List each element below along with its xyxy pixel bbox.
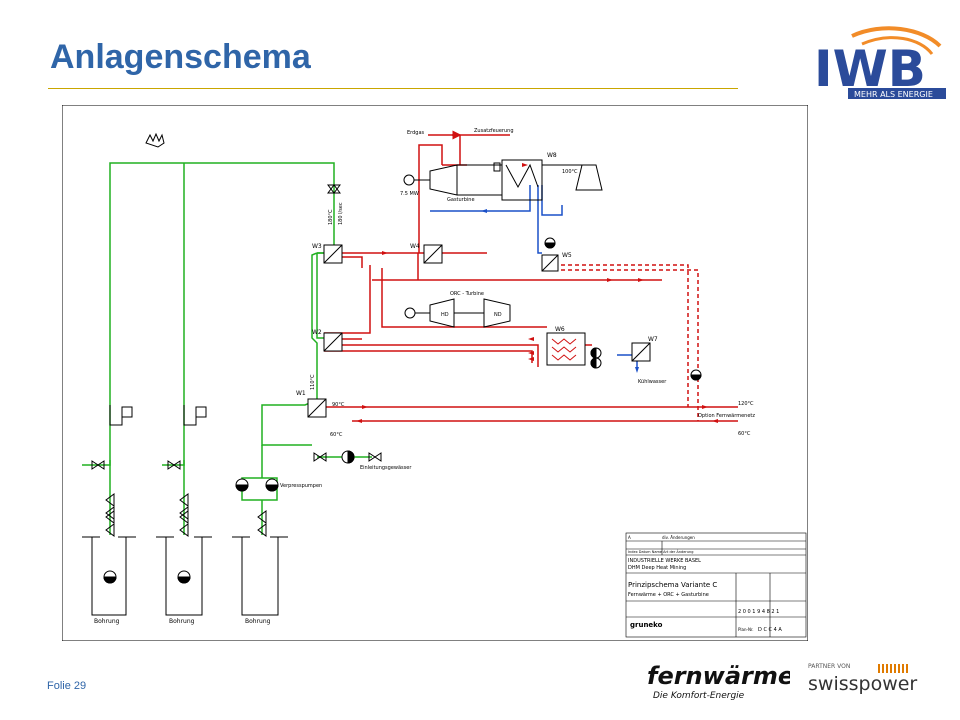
w7-label: W7 bbox=[648, 336, 658, 343]
zusatzfeuerung-label: Zusatzfeuerung bbox=[474, 128, 514, 134]
flow-vert: 180 l/sec bbox=[338, 202, 344, 225]
tb-planno: D C C 4 A bbox=[758, 627, 782, 633]
well-1-label: Bohrung bbox=[94, 618, 120, 625]
fernwaerme-wordmark: fernwärme bbox=[647, 662, 790, 690]
wells bbox=[82, 536, 288, 616]
rev-text: div. Änderungen bbox=[662, 535, 695, 540]
erdgas-label: Erdgas bbox=[407, 130, 425, 136]
pump-symbols bbox=[235, 237, 602, 492]
w4-label: W4 bbox=[410, 243, 420, 250]
nd-label: ND bbox=[494, 312, 502, 318]
heat-exchangers bbox=[307, 244, 651, 418]
well-2-label: Bohrung bbox=[169, 618, 195, 625]
tb-line1: INDUSTRIELLE WERKE BASEL bbox=[628, 558, 701, 564]
orc-turbine bbox=[404, 298, 511, 328]
orc-label: ORC - Turbine bbox=[450, 291, 484, 297]
red-arrows bbox=[356, 163, 718, 423]
w1-label: W1 bbox=[296, 390, 306, 397]
swisspower-wordmark: swisspower bbox=[808, 673, 917, 695]
temp-60-left: 60°C bbox=[330, 432, 343, 438]
w8-label: W8 bbox=[547, 152, 557, 159]
w6-label: W6 bbox=[555, 326, 565, 333]
iwb-tagline: MEHR ALS ENERGIE bbox=[854, 90, 933, 99]
hd-label: HD bbox=[441, 312, 449, 318]
tb-title: Prinzipschema Variante C bbox=[628, 581, 717, 589]
slide-title: Anlagenschema bbox=[50, 38, 311, 76]
tb-docno: 2 0 0 1 9 4 8 2 1 bbox=[738, 609, 779, 615]
iwb-logo: IWB MEHR ALS ENERGIE bbox=[814, 26, 946, 99]
fernwaerme-tagline: Die Komfort-Energie bbox=[653, 691, 745, 701]
temp-90: 90°C bbox=[332, 402, 345, 408]
drawing-frame bbox=[62, 105, 808, 641]
slide-number: Folie 29 bbox=[47, 680, 87, 692]
partner-label: PARTNER VON bbox=[808, 663, 850, 670]
swisspower-logo: PARTNER VON swisspower bbox=[808, 663, 917, 695]
title-block bbox=[625, 532, 807, 638]
t100-label: 100°C bbox=[562, 169, 578, 175]
plant-schematic: Bohrung Bohrung Bohrung bbox=[62, 105, 808, 641]
einleitung-label: Einleitungsgewässer bbox=[360, 465, 412, 471]
valve-symbols bbox=[91, 184, 382, 537]
well-3-label: Bohrung bbox=[245, 618, 271, 625]
w5-label: W5 bbox=[562, 252, 572, 259]
tb-firm: gruneko bbox=[630, 621, 663, 629]
w2-label: W2 bbox=[312, 329, 322, 336]
temp-vert-3: 110°C bbox=[310, 374, 316, 390]
rev-index: A bbox=[628, 535, 631, 540]
tb-subtitle: Fernwärme + ORC + Gasturbine bbox=[628, 592, 709, 598]
w3-label: W3 bbox=[312, 243, 322, 250]
gasturbine-label: Gasturbine bbox=[447, 197, 475, 203]
red-piping bbox=[324, 130, 738, 422]
fernwaerme-logo: fernwärme Die Komfort-Energie bbox=[647, 662, 790, 701]
option-label: Option Fernwärmenetz bbox=[698, 413, 755, 419]
temp-120: 120°C bbox=[738, 401, 754, 407]
temp-vert-1: 180°C bbox=[328, 209, 334, 225]
cooler-symbol bbox=[690, 369, 702, 381]
temp-60-right: 60°C bbox=[738, 431, 751, 437]
blue-arrows bbox=[481, 209, 639, 373]
hand-icon bbox=[145, 132, 165, 148]
power-label: 7.5 MW bbox=[400, 191, 419, 197]
well-pumps bbox=[103, 570, 191, 584]
tb-line2: DHM Deep Heat Mining bbox=[628, 565, 686, 571]
verpress-label: Verpresspumpen bbox=[280, 483, 322, 489]
title-divider bbox=[48, 88, 738, 89]
tb-planlabel: Plan-Nr. bbox=[738, 627, 754, 632]
kuehlwasser-label: Kühlwasser bbox=[638, 379, 667, 385]
gas-turbine bbox=[403, 159, 603, 201]
tb-header: Index Datum Name Art der Änderung bbox=[628, 549, 693, 554]
